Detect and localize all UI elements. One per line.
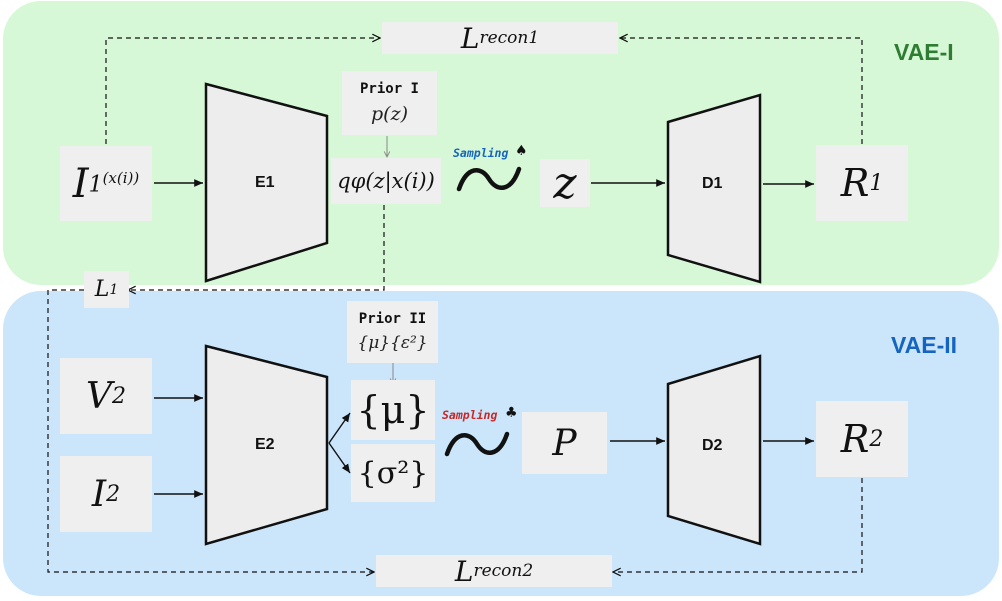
input-i2-subscript: 2 bbox=[106, 481, 121, 507]
arrow-e2-sigma bbox=[328, 442, 351, 474]
encoder-e1-label: E1 bbox=[255, 174, 275, 191]
latent-z-box: z bbox=[540, 157, 590, 209]
prior2-box: Prior II {μ}{ε²} bbox=[347, 301, 438, 363]
spade-icon: ♠ bbox=[515, 143, 528, 159]
tilde-sampling-1 bbox=[456, 166, 522, 192]
posterior-q-box: qφ(z|x(i)) bbox=[331, 158, 441, 204]
output-r1-symbol: R bbox=[840, 161, 870, 205]
loss-recon2-symbol: L bbox=[454, 554, 474, 588]
link-l1-symbol: L bbox=[94, 277, 110, 302]
arrow-e2-mu bbox=[328, 412, 351, 444]
input-v2-symbol: V bbox=[86, 375, 112, 417]
decoder-d1-shape bbox=[666, 93, 762, 284]
prior1-formula: p(z) bbox=[371, 103, 408, 125]
latent-z-symbol: z bbox=[553, 157, 577, 209]
mu-box: {μ} bbox=[351, 380, 435, 440]
decoder-d2-shape bbox=[666, 354, 762, 546]
sampling1-label: Sampling bbox=[453, 146, 509, 160]
vae1-title: VAE-I bbox=[894, 39, 954, 65]
dash-i1-to-loss1 bbox=[105, 38, 380, 144]
loss-recon1-symbol: L bbox=[460, 21, 480, 55]
dash-l1-to-loss2 bbox=[47, 289, 374, 572]
prior2-label: Prior II bbox=[358, 311, 427, 327]
sigma-box: {σ²} bbox=[351, 444, 435, 502]
tilde-sampling-2 bbox=[444, 431, 510, 457]
vae2-title: VAE-II bbox=[891, 332, 958, 358]
link-l1-subscript: 1 bbox=[109, 281, 119, 298]
input-i2-symbol: I bbox=[91, 473, 107, 515]
club-icon: ♣ bbox=[505, 405, 518, 421]
output-r2-subscript: 2 bbox=[869, 426, 884, 452]
sigma-symbol: {σ²} bbox=[357, 455, 429, 491]
mu-symbol: {μ} bbox=[356, 388, 430, 432]
encoder-e2-shape bbox=[204, 344, 329, 546]
input-i1-symbol: I bbox=[72, 160, 89, 207]
loss-recon1-subscript: recon1 bbox=[479, 28, 540, 48]
encoder-e1-shape bbox=[204, 82, 329, 283]
decoder-d2-label: D2 bbox=[702, 437, 723, 454]
latent-p-symbol: P bbox=[552, 422, 577, 464]
dash-r2-to-loss2 bbox=[613, 478, 863, 572]
loss-recon2-subscript: recon2 bbox=[473, 561, 534, 581]
prior1-label: Prior I bbox=[359, 81, 419, 97]
posterior-q-text: qφ(z|x(i)) bbox=[337, 169, 435, 193]
sampling2-label: Sampling bbox=[442, 408, 498, 422]
input-i1-superscript: (x(i)) bbox=[102, 169, 140, 188]
input-i1-subscript: 1(x(i)) bbox=[88, 169, 140, 198]
output-r1-subscript: 1 bbox=[869, 170, 884, 196]
output-r2-symbol: R bbox=[840, 417, 870, 461]
prior2-formula: {μ}{ε²} bbox=[357, 333, 428, 353]
dash-post-to-l1 bbox=[128, 205, 385, 290]
input-v2-subscript: 2 bbox=[112, 383, 126, 409]
encoder-e2-label: E2 bbox=[255, 436, 275, 453]
decoder-d1-label: D1 bbox=[702, 175, 723, 192]
latent-p-box: P bbox=[522, 412, 607, 474]
prior1-box: Prior I p(z) bbox=[342, 71, 437, 135]
